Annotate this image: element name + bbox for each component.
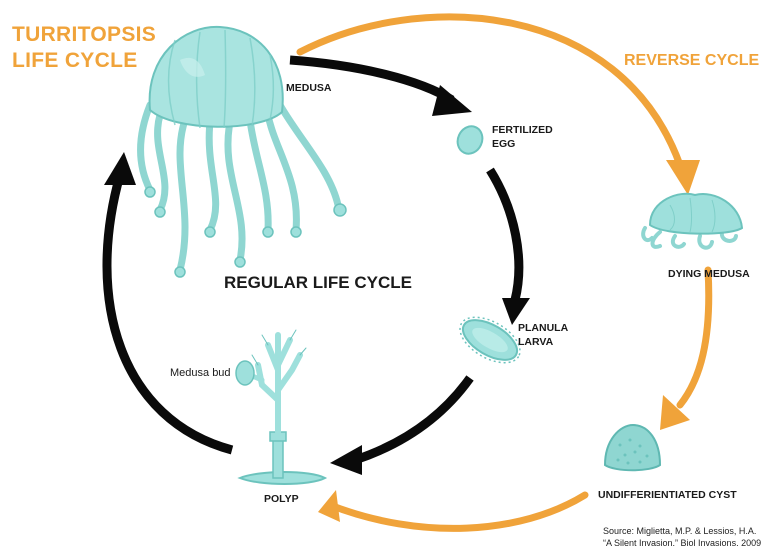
black-arrowhead-medusa <box>104 152 136 185</box>
diagram-title: TURRITOPSIS LIFE CYCLE <box>12 22 156 75</box>
polyp-label: POLYP <box>264 493 299 505</box>
regular-cycle-arrowheads <box>104 85 530 475</box>
orange-arc-medusa-to-dying <box>296 13 684 169</box>
black-arc-larva-to-polyp <box>353 375 474 465</box>
black-arrowhead-egg <box>432 85 472 116</box>
orange-arc-dying-to-cyst <box>676 266 713 409</box>
cyst-illustration <box>603 423 662 472</box>
black-arrowhead-larva <box>502 298 530 325</box>
medusa-bud-illustration <box>235 360 265 386</box>
source-citation: Source: Miglietta, M.P. & Lessios, H.A. … <box>603 525 761 549</box>
fertilized-egg-label: FERTILIZED EGG <box>492 124 553 151</box>
medusa-label: MEDUSA <box>286 82 332 94</box>
planula-larva-illustration <box>459 316 521 364</box>
orange-arrowhead-cyst <box>660 395 690 430</box>
reverse-cycle-label: REVERSE CYCLE <box>624 52 760 69</box>
dying-medusa-illustration <box>641 192 744 250</box>
planula-larva-label: PLANULA LARVA <box>518 322 568 349</box>
medusa-illustration <box>137 25 347 278</box>
reverse-cycle-arrowheads <box>318 160 700 522</box>
black-arc-egg-to-larva <box>486 167 524 302</box>
polyp-illustration <box>235 329 328 485</box>
reverse-cycle-arrows <box>296 13 713 532</box>
source-line-2: “A Silent Invasion.” Biol Invasions. 200… <box>603 538 762 549</box>
undifferentiated-cyst-label: UNDIFFERIENTIATED CYST <box>598 489 737 501</box>
fertilized-egg-label-line-2: EGG <box>492 137 516 150</box>
dying-medusa-label: DYING MEDUSA <box>668 268 750 280</box>
black-arc-polyp-to-medusa <box>102 173 234 455</box>
fertilized-egg-label-line-1: FERTILIZED <box>492 124 553 136</box>
medusa-bud-label: Medusa bud <box>170 367 231 379</box>
fertilized-egg-illustration <box>456 125 484 155</box>
regular-life-cycle-label: REGULAR LIFE CYCLE <box>224 273 412 292</box>
title-line-2: LIFE CYCLE <box>12 49 138 73</box>
title-line-1: TURRITOPSIS <box>12 23 157 46</box>
source-line-1: Source: Miglietta, M.P. & Lessios, H.A. <box>603 526 757 536</box>
regular-cycle-arrows <box>102 55 524 465</box>
orange-arrowhead-polyp <box>318 490 340 522</box>
black-arrowhead-polyp <box>330 445 362 475</box>
planula-larva-label-line-2: LARVA <box>518 335 554 348</box>
planula-larva-label-line-1: PLANULA <box>518 322 569 334</box>
orange-arc-cyst-to-polyp <box>326 491 589 532</box>
orange-arrowhead-dying <box>666 160 700 195</box>
